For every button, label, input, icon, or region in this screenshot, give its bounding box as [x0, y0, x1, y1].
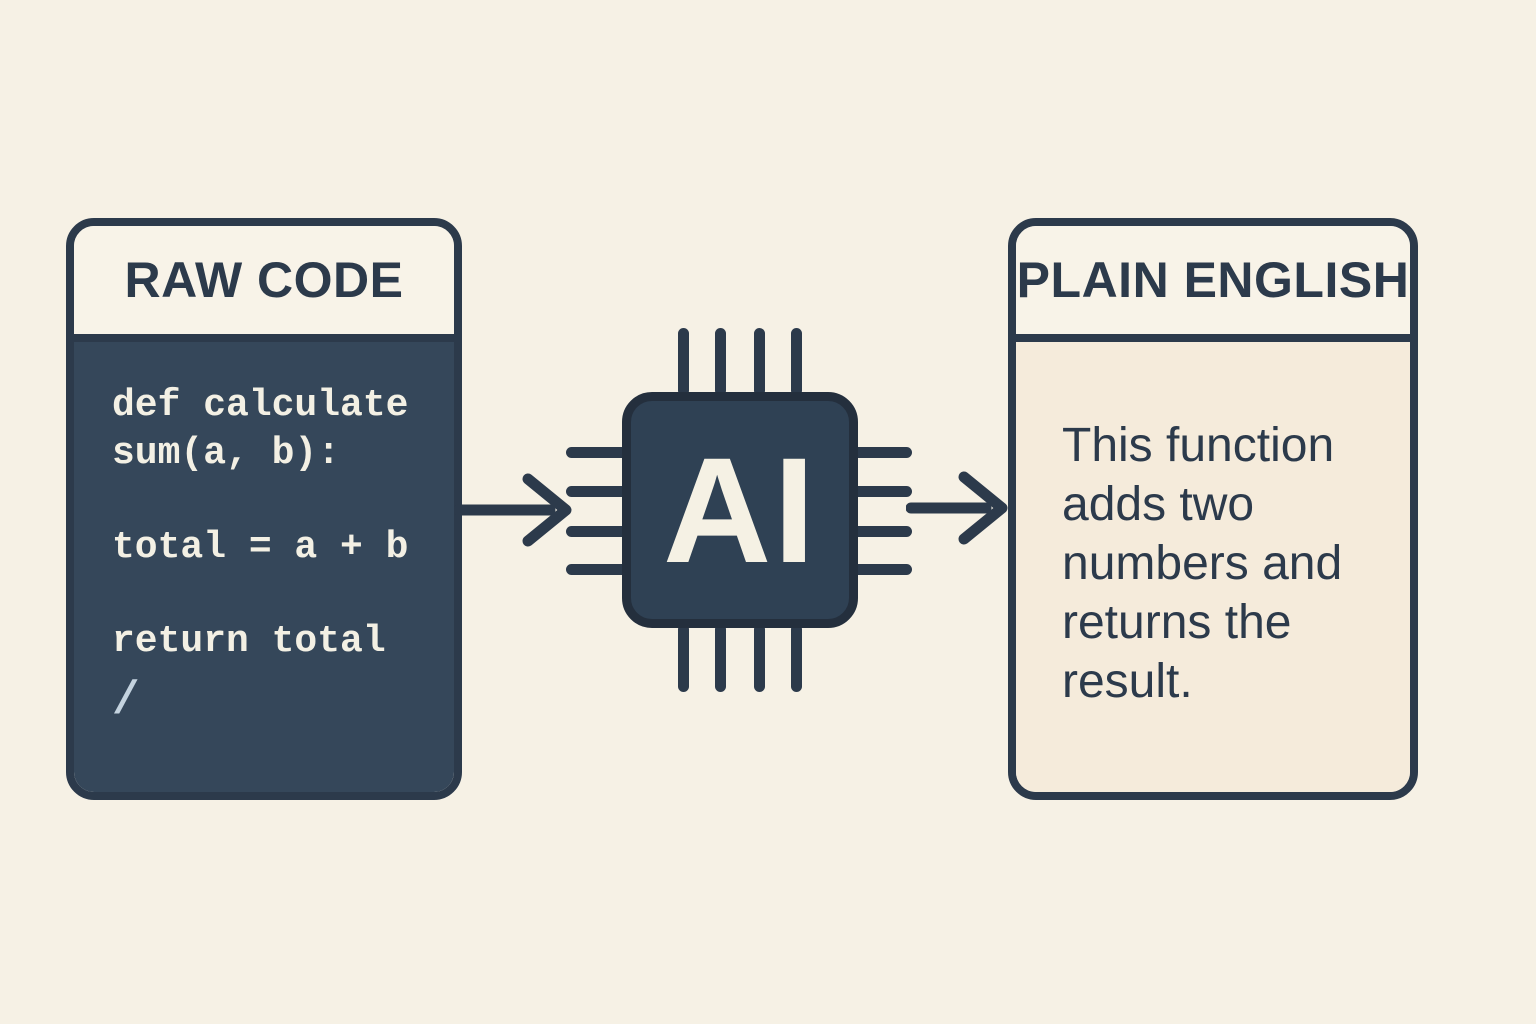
chip-pin: [566, 486, 628, 497]
chip-pin: [715, 328, 726, 396]
plain-text-line: returns the: [1062, 596, 1292, 649]
cursor-slash-icon: /: [112, 675, 140, 727]
raw-code-panel: RAW CODE def calculate sum(a, b): total …: [66, 218, 462, 800]
plain-english-header: PLAIN ENGLISH: [1016, 226, 1410, 342]
code-line-def: def calculate: [112, 384, 409, 427]
plain-english-title: PLAIN ENGLISH: [1016, 252, 1410, 308]
chip-pin: [566, 564, 628, 575]
arrow-right-icon: [454, 468, 576, 552]
arrow-right-icon: [906, 466, 1010, 550]
chip-pin: [850, 564, 912, 575]
chip-pin: [791, 328, 802, 396]
chip-pin: [754, 328, 765, 396]
plain-english-text: This function adds two numbers and retur…: [1016, 342, 1410, 792]
plain-text-line: numbers and: [1062, 537, 1343, 590]
raw-code-header: RAW CODE: [74, 226, 454, 342]
ai-chip-icon: AI: [622, 392, 858, 628]
chip-pin: [678, 328, 689, 396]
raw-code-title: RAW CODE: [124, 252, 404, 308]
code-line-return: return total: [112, 620, 386, 663]
chip-pin: [850, 447, 912, 458]
code-block: def calculate sum(a, b): total = a + b r…: [74, 342, 454, 792]
ai-chip-label: AI: [663, 426, 817, 594]
plain-english-panel: PLAIN ENGLISH This function adds two num…: [1008, 218, 1418, 800]
chip-pin: [850, 486, 912, 497]
chip-pin: [678, 624, 689, 692]
chip-pin: [566, 526, 628, 537]
chip-pin: [754, 624, 765, 692]
plain-text-line: adds two: [1062, 478, 1255, 531]
plain-text-line: This function: [1062, 419, 1335, 472]
chip-pin: [791, 624, 802, 692]
plain-text-line: result.: [1062, 655, 1193, 708]
chip-pin: [850, 526, 912, 537]
chip-pin: [715, 624, 726, 692]
chip-pin: [566, 447, 628, 458]
code-line-sum: sum(a, b):: [112, 432, 341, 475]
code-line-total: total = a + b: [112, 526, 409, 569]
